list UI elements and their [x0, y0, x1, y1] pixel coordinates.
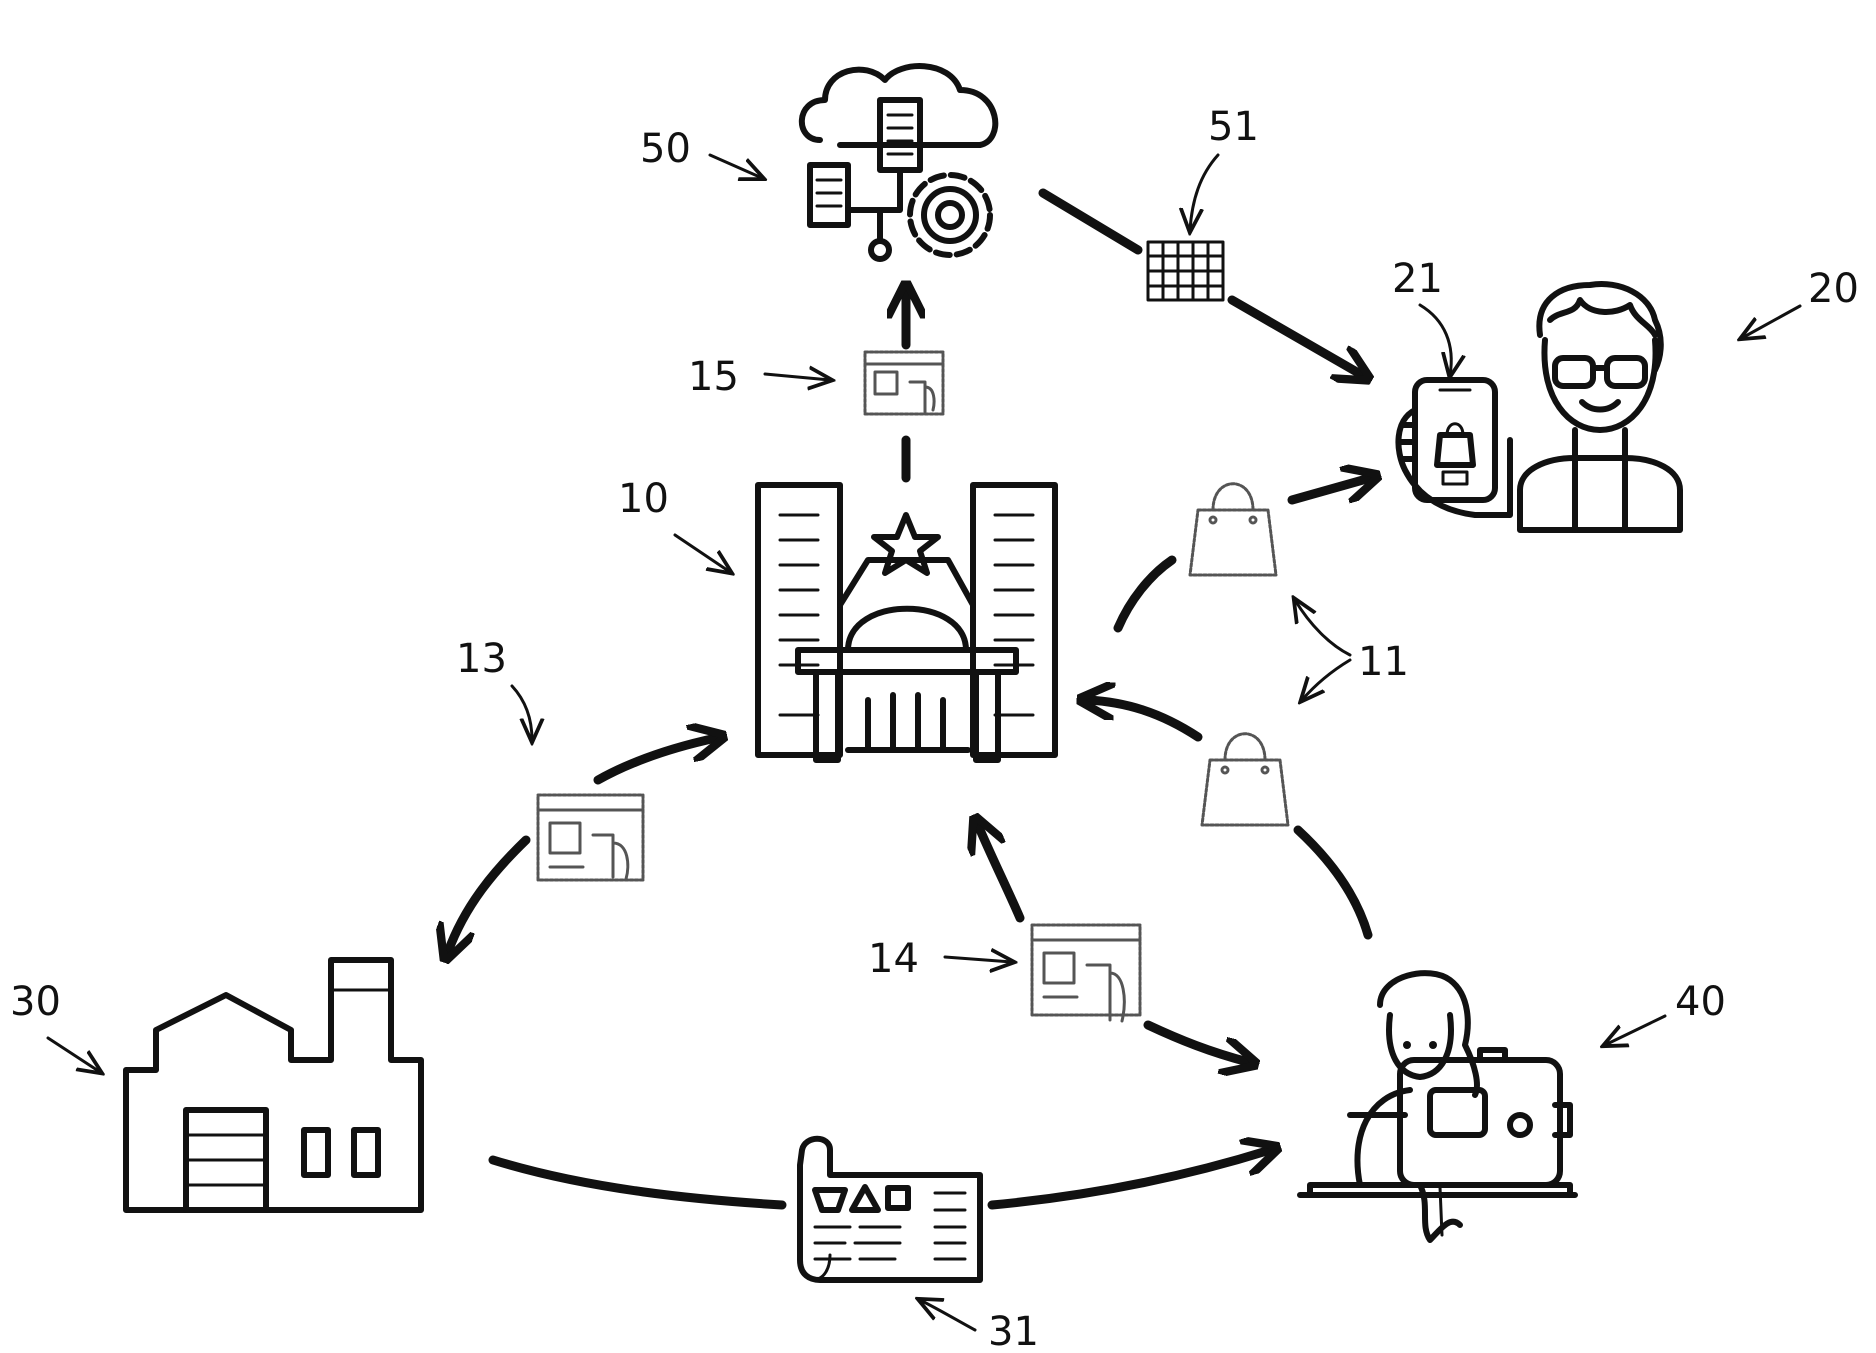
order-form-icon — [865, 352, 943, 414]
label-21: 21 — [1392, 256, 1443, 302]
label-13: 13 — [456, 636, 507, 682]
arrow-factory-to-tailor-right — [992, 1150, 1270, 1205]
arrow-tailor-to-hq — [978, 825, 1020, 918]
cloud-server-settings-icon — [802, 66, 995, 259]
label-11: 11 — [1358, 639, 1409, 685]
arrow-factory-to-hq — [598, 738, 716, 780]
label-15: 15 — [688, 354, 739, 400]
label-20: 20 — [1808, 266, 1859, 312]
pattern-blueprint-icon — [800, 1139, 980, 1280]
shopping-bag-icon — [1202, 734, 1288, 825]
tailor-sewing-machine-icon — [1300, 973, 1575, 1240]
arrow-cloud-to-consumer-upper — [1043, 193, 1138, 250]
arrow-hq-to-tailor — [1148, 1025, 1248, 1062]
label-51: 51 — [1208, 104, 1259, 150]
data-grid-icon — [1148, 242, 1223, 300]
mobile-shopping-app-icon — [1398, 380, 1510, 515]
label-14: 14 — [868, 936, 919, 982]
order-form-icon — [1032, 925, 1140, 1021]
arrow-hq-to-consumer-lower — [1118, 560, 1172, 628]
brand-headquarters-icon — [758, 485, 1055, 760]
order-form-icon — [538, 795, 643, 880]
arrow-cloud-to-consumer-lower — [1232, 300, 1362, 375]
arrow-factory-to-tailor-left — [493, 1160, 782, 1205]
label-50: 50 — [640, 126, 691, 172]
factory-icon — [126, 960, 421, 1210]
arrow-tailor-to-hq-lower — [1298, 830, 1368, 935]
arrow-tailor-to-hq-upper — [1088, 700, 1198, 737]
shopping-bag-icon — [1190, 484, 1276, 575]
arrow-hq-to-consumer-upper — [1292, 478, 1370, 500]
label-30: 30 — [10, 979, 61, 1025]
arrow-hq-to-factory — [448, 840, 526, 952]
consumer-person-icon — [1520, 284, 1680, 530]
label-10: 10 — [618, 476, 669, 522]
label-31: 31 — [988, 1309, 1039, 1353]
label-40: 40 — [1675, 979, 1726, 1025]
